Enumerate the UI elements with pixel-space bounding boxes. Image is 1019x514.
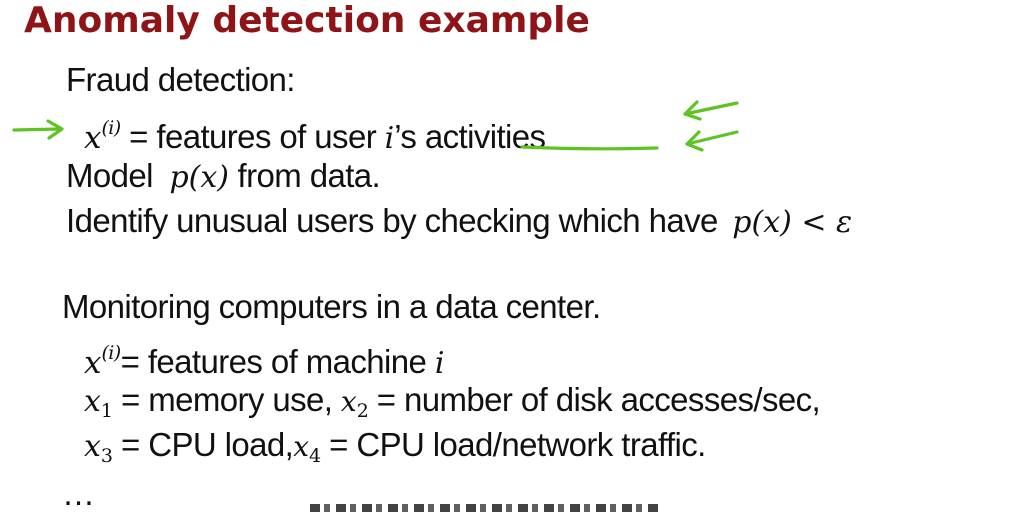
machine-feature-line: x(i)= features of machine i [84, 333, 444, 384]
machine-feature-var: x [84, 345, 102, 381]
identify-prefix: Identify unusual users by checking which… [66, 202, 727, 239]
arrow-left-icon [683, 100, 739, 121]
fraud-heading: Fraud detection: [66, 61, 295, 98]
datacenter-heading: Monitoring computers in a data center. [62, 288, 601, 325]
model-suffix: from data. [228, 157, 381, 194]
x4-sub: 4 [309, 445, 321, 467]
x1-x2-line: x1 = memory use, x2 = number of disk acc… [84, 380, 821, 431]
model-prefix: Model [66, 157, 162, 194]
x2-var: x [340, 385, 357, 418]
fraud-feature-line: x(i) = features of user i’s activities [84, 108, 546, 159]
feature-eq-text: = features of user [120, 118, 385, 155]
x2-text: = number of disk accesses/sec, [368, 381, 821, 418]
model-math: p(x) [169, 160, 229, 195]
x2-sub: 2 [356, 400, 369, 422]
user-var: i [384, 121, 395, 156]
x3-text: = CPU load, [112, 426, 294, 463]
x1-text: = memory use, [112, 381, 341, 418]
activities-word: activities [424, 118, 546, 155]
x4-text: = CPU load/network traffic. [320, 426, 706, 463]
slide-title: Anomaly detection example [24, 0, 590, 41]
identify-math: p(x) < ε [732, 205, 853, 240]
machine-feature-text: = features of machine [120, 343, 435, 380]
x3-x4-line: x3 = CPU load,x4 = CPU load/network traf… [84, 425, 706, 476]
x3-sub: 3 [100, 445, 113, 467]
machine-feature-superscript: (i) [101, 342, 121, 364]
arrow-right-icon [12, 119, 64, 140]
feature-var: x [84, 120, 102, 156]
subtitle-fragment [310, 504, 660, 512]
model-line: Model p(x) from data. [66, 156, 381, 198]
x4-var: x [293, 430, 310, 463]
x3-var: x [84, 429, 101, 464]
x1-var: x [84, 384, 101, 419]
arrow-left-icon [685, 130, 739, 152]
possessive-text: ’s [394, 118, 425, 155]
identify-line: Identify unusual users by checking which… [66, 201, 852, 243]
machine-var: i [434, 346, 445, 381]
x1-sub: 1 [100, 400, 113, 422]
feature-superscript: (i) [101, 117, 121, 139]
ellipsis: … [62, 475, 95, 512]
